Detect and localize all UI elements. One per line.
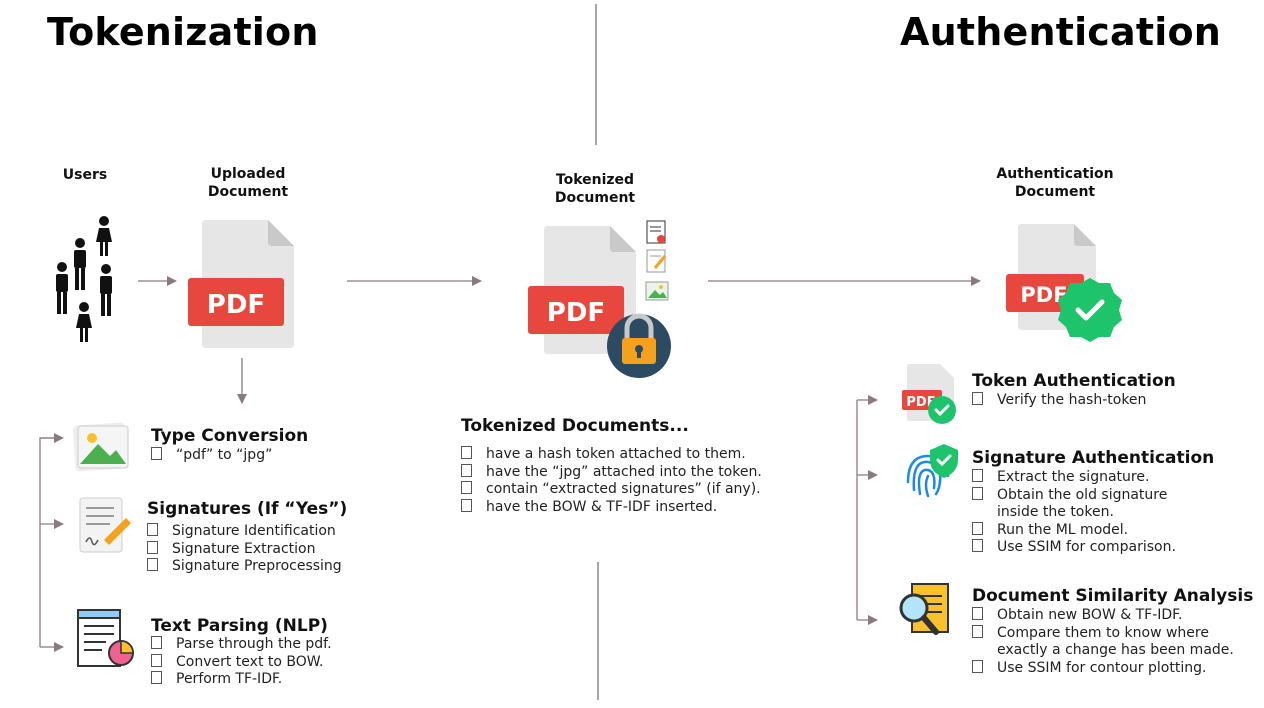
token-auth-title: Token Authentication xyxy=(972,371,1176,391)
signatures-block: Signatures (If “Yes”) Signature Identifi… xyxy=(147,499,348,574)
signature-auth-title: Signature Authentication xyxy=(972,448,1215,468)
image-conversion-icon xyxy=(72,422,129,472)
bullet-icon xyxy=(972,659,983,673)
left-bracket xyxy=(39,437,62,647)
authenticated-pdf-icon: PDF xyxy=(1006,224,1122,342)
bullet-icon xyxy=(461,446,472,459)
type-conversion-block: Type Conversion “pdf” to “jpg” xyxy=(151,426,309,463)
doc-similarity-block: Document Similarity Analysis Obtain new … xyxy=(972,586,1254,676)
bullet-icon xyxy=(972,521,983,535)
bullet-icon xyxy=(972,539,983,552)
signature-icon xyxy=(79,497,131,553)
check-badge-icon xyxy=(1058,278,1122,342)
tokenization-title: Tokenization xyxy=(47,10,319,54)
users-label: Users xyxy=(62,167,108,183)
pdf-document-icon: PDF xyxy=(188,220,294,348)
tokenized-documents-block: Tokenized Documents... have a hash token… xyxy=(461,416,762,515)
text-parsing-icon xyxy=(77,609,134,667)
bullet-icon xyxy=(972,392,983,405)
token-auth-icon: PDF xyxy=(902,364,956,424)
token-auth-block: Token Authentication Verify the hash-tok… xyxy=(972,371,1176,408)
users-icon xyxy=(56,216,112,342)
type-conversion-title: Type Conversion xyxy=(151,426,309,446)
bullet-icon xyxy=(151,671,162,684)
doc-similarity-title: Document Similarity Analysis xyxy=(972,586,1254,606)
bullet-icon xyxy=(461,498,472,512)
bullet-icon xyxy=(151,653,162,667)
text-parsing-title: Text Parsing (NLP) xyxy=(151,616,328,636)
bullet-icon xyxy=(147,558,158,571)
text-parsing-block: Text Parsing (NLP) Parse through the pdf… xyxy=(151,616,332,687)
bullet-icon xyxy=(151,447,162,460)
bullet-icon xyxy=(972,486,983,500)
bullet-icon xyxy=(151,636,162,649)
bullet-icon xyxy=(972,607,983,620)
signature-auth-block: Signature Authentication Extract the sig… xyxy=(972,448,1215,555)
small-signature-icon xyxy=(646,249,667,273)
bullet-icon xyxy=(972,624,983,638)
svg-text:PDF: PDF xyxy=(906,395,935,410)
document-search-icon xyxy=(899,583,949,635)
bullet-icon xyxy=(147,540,158,554)
tokenized-documents-title: Tokenized Documents... xyxy=(461,416,689,436)
pdf-text: PDF xyxy=(207,290,265,320)
bullet-icon xyxy=(461,463,472,477)
svg-text:PDF: PDF xyxy=(547,298,605,328)
fingerprint-icon xyxy=(906,444,958,498)
signatures-title: Signatures (If “Yes”) xyxy=(147,499,348,519)
bullet-icon xyxy=(461,481,472,494)
small-image-icon xyxy=(645,281,669,301)
bullet-icon xyxy=(972,469,983,482)
lock-icon xyxy=(607,313,671,378)
authentication-title: Authentication xyxy=(900,10,1222,54)
bullet-icon xyxy=(147,523,158,536)
small-doc-icon xyxy=(646,220,666,244)
tokenized-pdf-icon: PDF xyxy=(528,220,671,378)
